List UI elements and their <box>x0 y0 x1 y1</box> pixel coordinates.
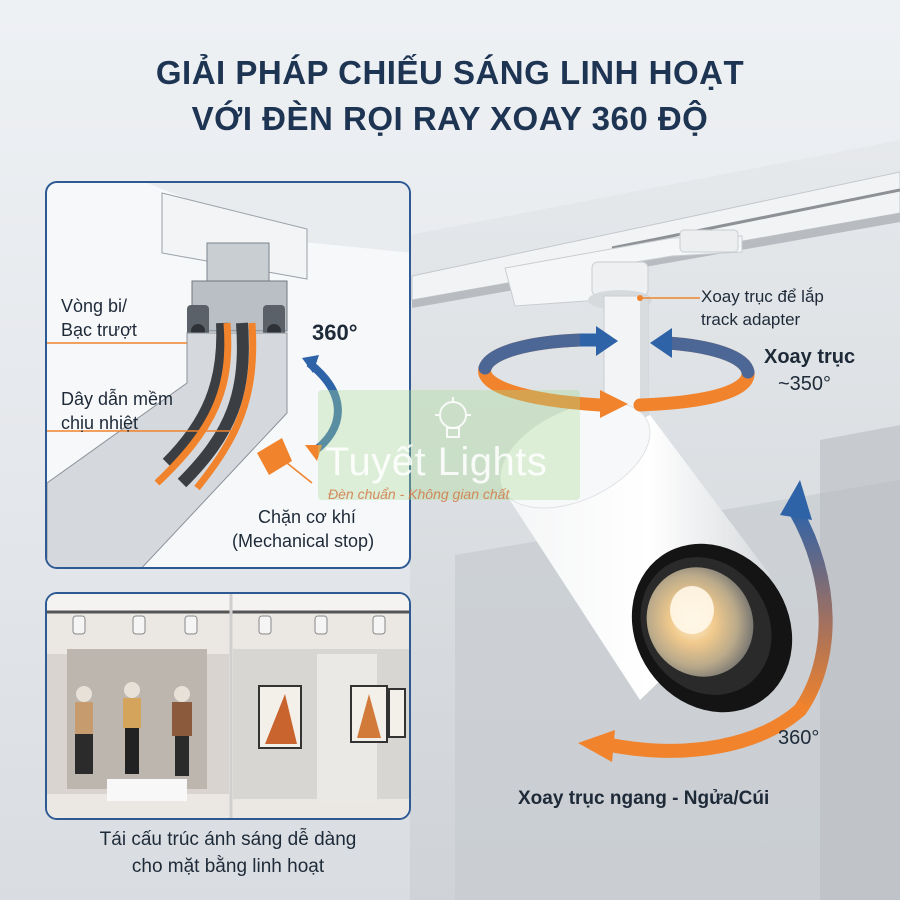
label-bearing-line-1: Vòng bi/ <box>61 296 128 316</box>
showroom-gallery-illustration <box>47 594 409 818</box>
application-caption: Tái cấu trúc ánh sáng dễ dàng cho mặt bằ… <box>45 826 411 880</box>
label-adapter-line-1: Xoay trục để lắp <box>701 287 824 306</box>
caption-line-1: Tái cấu trúc ánh sáng dễ dàng <box>99 829 357 850</box>
label-wire-line-1: Dây dẫn mềm <box>61 389 174 409</box>
page-title: GIẢI PHÁP CHIẾU SÁNG LINH HOẠT VỚI ĐÈN R… <box>0 50 900 142</box>
label-bearing-line-2: Bạc trượt <box>61 320 137 340</box>
label-tilt-degree: 360° <box>778 727 820 749</box>
lightbulb-icon <box>435 397 471 438</box>
label-axis-rotation-line-2: ~350° <box>778 373 832 395</box>
mechanism-detail-panel <box>45 181 411 569</box>
label-tilt-rotation: Xoay trục ngang - Ngửa/Cúi <box>518 788 770 809</box>
label-axis-rotation-line-1: Xoay trục <box>764 346 856 368</box>
watermark-brand: Tuyết Lights <box>325 440 548 484</box>
caption-line-2: cho mặt bằng linh hoạt <box>131 856 325 877</box>
label-wire-line-2: chịu nhiệt <box>61 413 139 433</box>
label-stop-line-1: Chặn cơ khí <box>258 507 356 527</box>
label-stop-line-2: (Mechanical stop) <box>232 531 375 551</box>
label-adapter-line-2: track adapter <box>701 310 801 329</box>
watermark-box <box>318 390 580 500</box>
mechanism-cutaway-illustration <box>47 183 409 567</box>
title-line-1: GIẢI PHÁP CHIẾU SÁNG LINH HOẠT <box>155 54 745 91</box>
title-line-2: VỚI ĐÈN RỌI RAY XOAY 360 ĐỘ <box>191 100 709 137</box>
label-joint-rotation: 360° <box>312 320 358 345</box>
application-photo-panel <box>45 592 411 820</box>
watermark-tagline: Đèn chuẩn - Không gian chất <box>328 486 510 502</box>
